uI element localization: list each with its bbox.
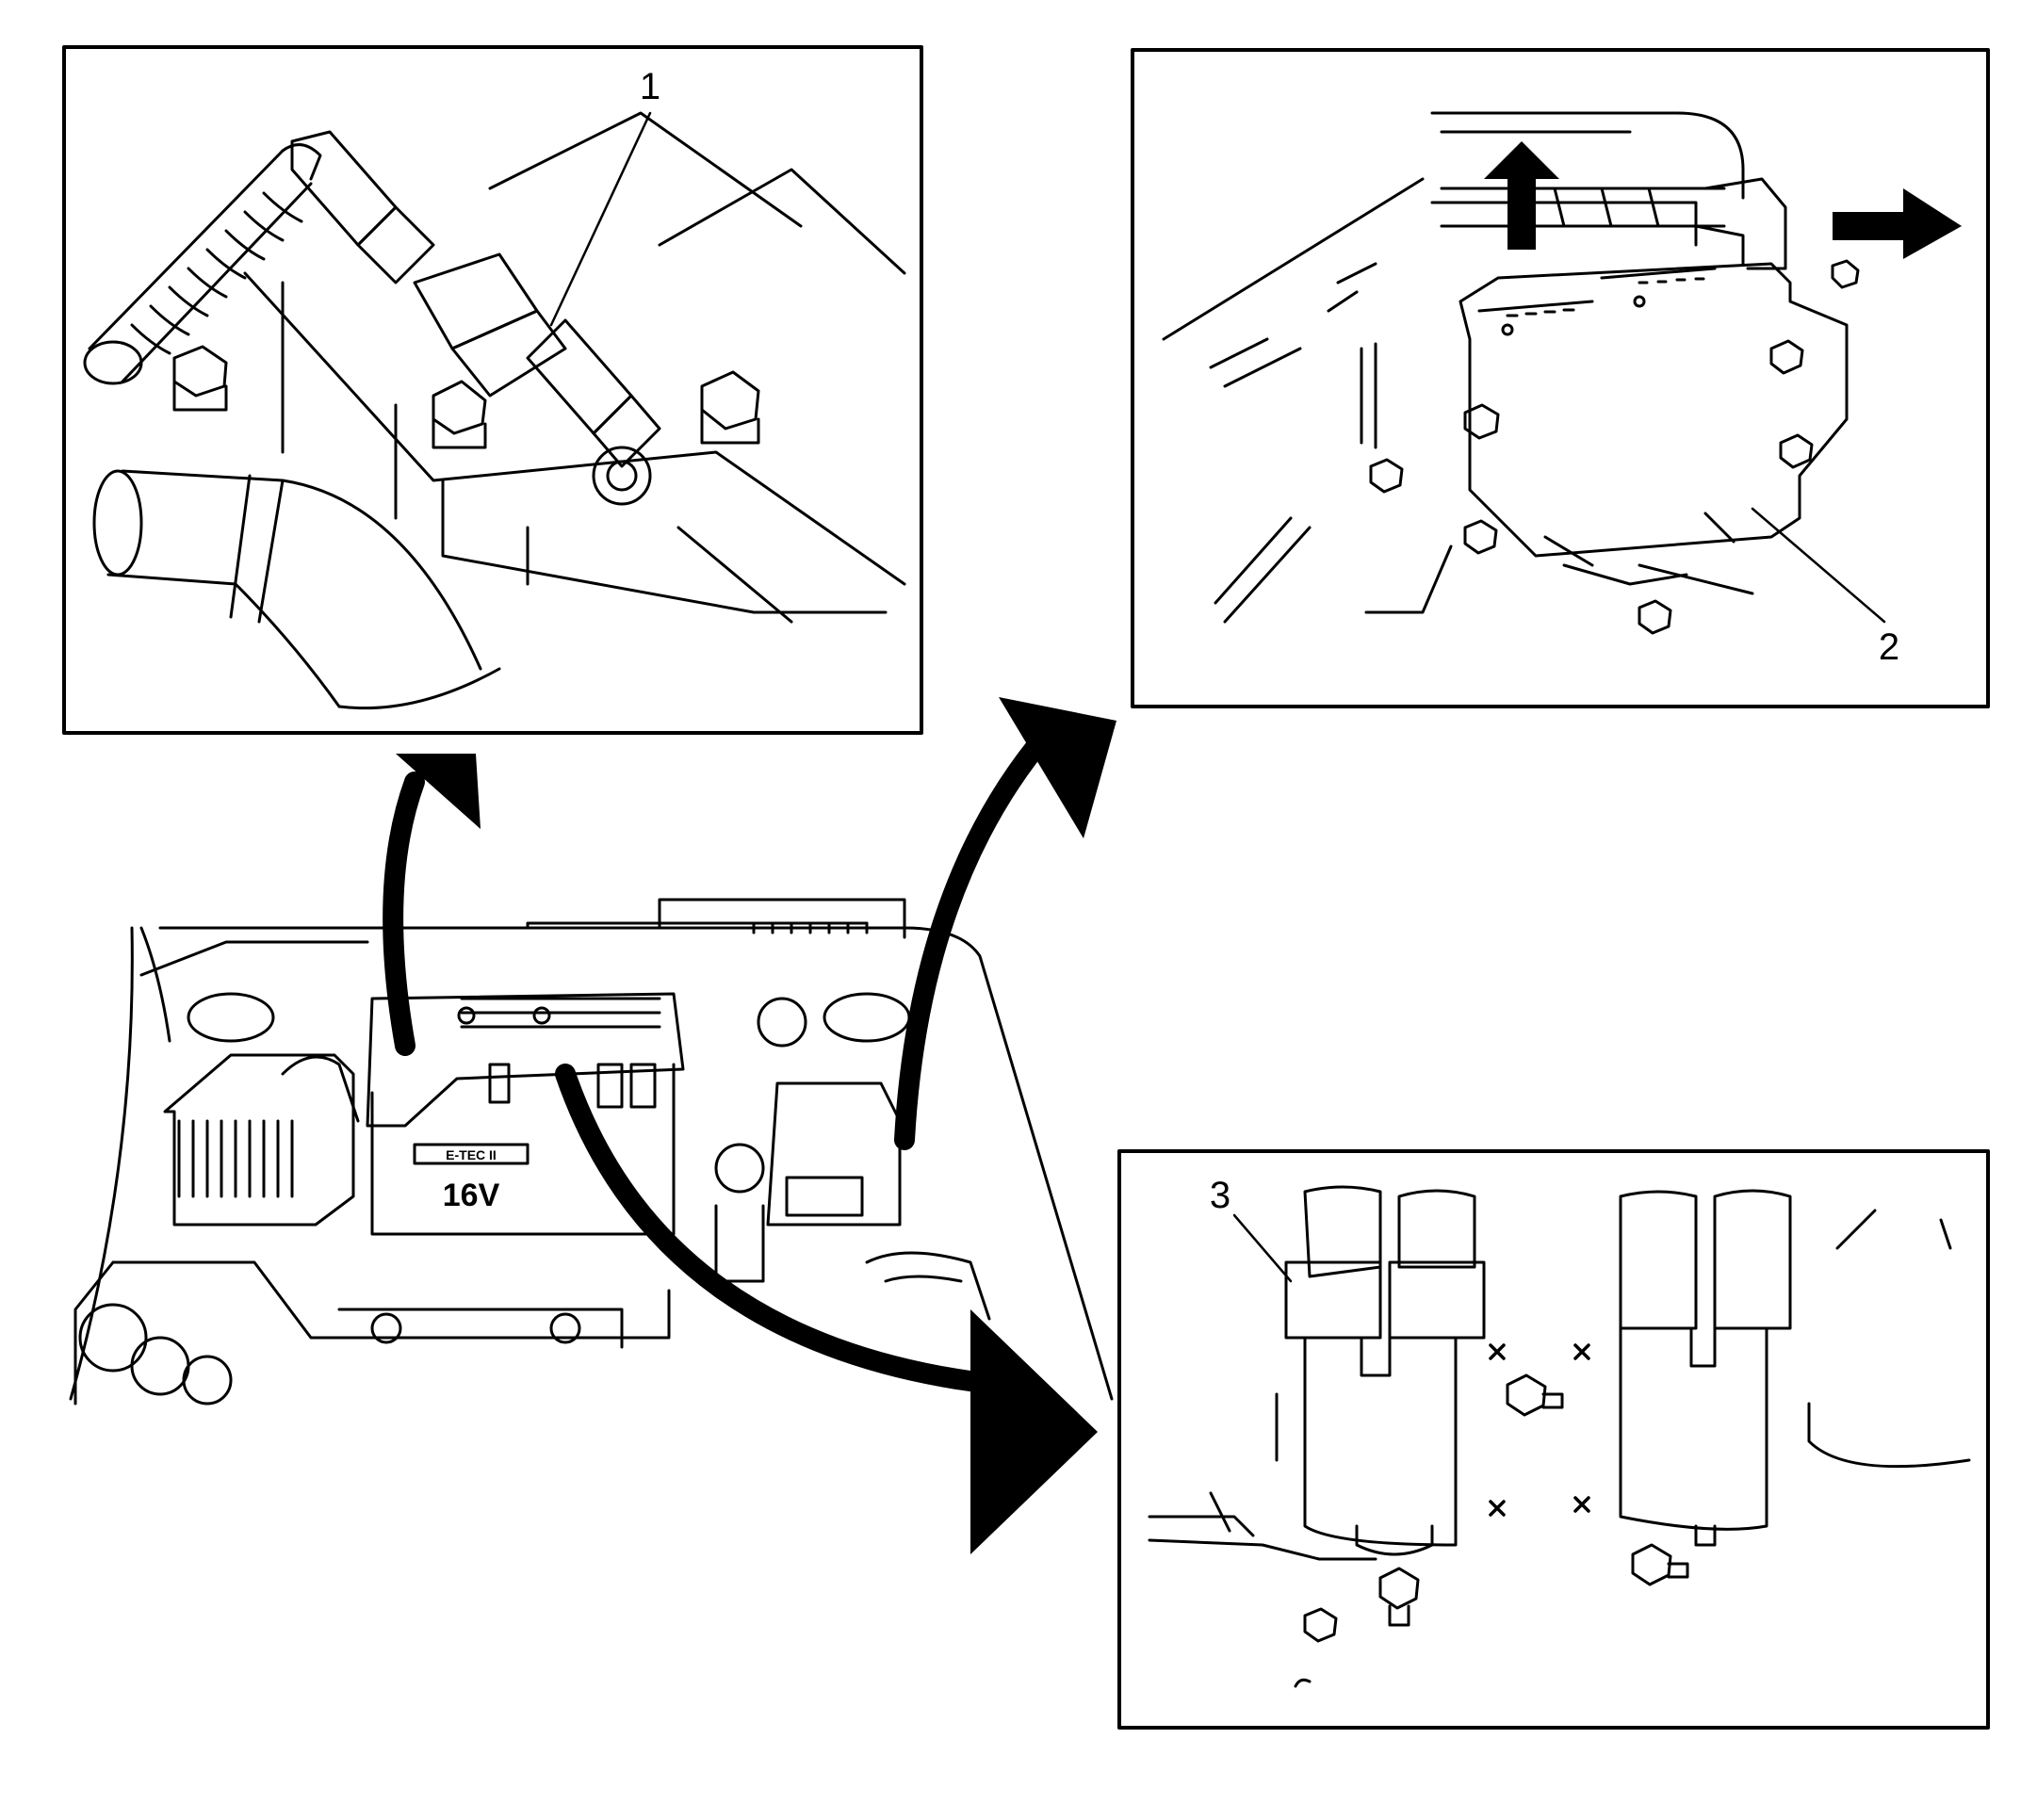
- radiator-support: [73, 1260, 671, 1406]
- fastener-mark-2: [1573, 1343, 1590, 1360]
- air-cleaner-box: [163, 1053, 360, 1227]
- callout-1-leader: [549, 111, 652, 327]
- callout-3-label: 3: [1210, 1175, 1230, 1216]
- coil-bolt-3: [1378, 1567, 1420, 1627]
- coil-bolt-2: [1631, 1543, 1689, 1586]
- callout-2-label: 2: [1879, 626, 1899, 668]
- ignition-coil-right: [1619, 1189, 1792, 1547]
- engine-control-module: [1458, 262, 1849, 558]
- engine-badge-16v: 16V: [443, 1178, 500, 1213]
- bolt-left: [172, 345, 228, 412]
- spark-plug-detail-panel: 1: [62, 45, 923, 735]
- engine-cover: E-TEC II 16V: [366, 992, 685, 1236]
- ignition-coil-detail-panel: 3: [1117, 1149, 1990, 1730]
- lift-arrow-up: [1484, 141, 1559, 250]
- module-bracket: [1430, 111, 1787, 270]
- cylinder-head: [243, 111, 906, 624]
- fastener-mark-3: [1489, 1500, 1506, 1517]
- loose-nut-2: [1463, 519, 1498, 555]
- coil-area-lines: [1148, 1209, 1971, 1688]
- engine-logo-plate: [413, 1143, 530, 1165]
- arrow-to-module-detail: [894, 697, 1116, 1150]
- control-module-detail-panel: 2: [1131, 48, 1990, 708]
- engine-bay-lines: [1162, 177, 1754, 624]
- bolt-right: [700, 370, 760, 445]
- engine-logo-text: E-TEC II: [446, 1147, 497, 1162]
- spark-plug: [526, 318, 661, 506]
- ribbed-hose: [83, 143, 322, 385]
- module-bolt-left: [1463, 403, 1500, 440]
- module-bolt-right-bottom: [1779, 433, 1814, 469]
- module-bolt-right-top: [1769, 339, 1804, 375]
- coil-nut: [1303, 1607, 1338, 1643]
- callout-1-label: 1: [640, 66, 660, 107]
- loose-nut-1: [1369, 458, 1404, 494]
- arrow-to-spark-plug-detail: [383, 754, 481, 1056]
- strut-tower-left: [187, 992, 275, 1043]
- loose-nut-3: [1638, 599, 1672, 635]
- loose-nut-4: [1831, 259, 1860, 289]
- air-intake-tube: [92, 469, 501, 710]
- ignition-coil-left: [1275, 1185, 1486, 1556]
- callout-2-leader: [1751, 507, 1886, 624]
- callout-3-leader: [1232, 1213, 1293, 1283]
- coil-connector-left: [290, 130, 435, 284]
- strut-tower-right: [823, 992, 911, 1043]
- headlamp-right: [865, 1251, 991, 1321]
- fastener-mark-4: [1573, 1496, 1590, 1513]
- slide-arrow-right: [1833, 188, 1962, 259]
- coil-connector-center: [413, 252, 567, 398]
- battery: [714, 997, 902, 1283]
- bolt-center: [432, 380, 487, 449]
- fastener-mark-1: [1489, 1343, 1506, 1360]
- arrow-to-coil-detail: [555, 1064, 1098, 1554]
- coil-bolt-1: [1506, 1373, 1564, 1417]
- headlamp-left: [78, 1303, 233, 1406]
